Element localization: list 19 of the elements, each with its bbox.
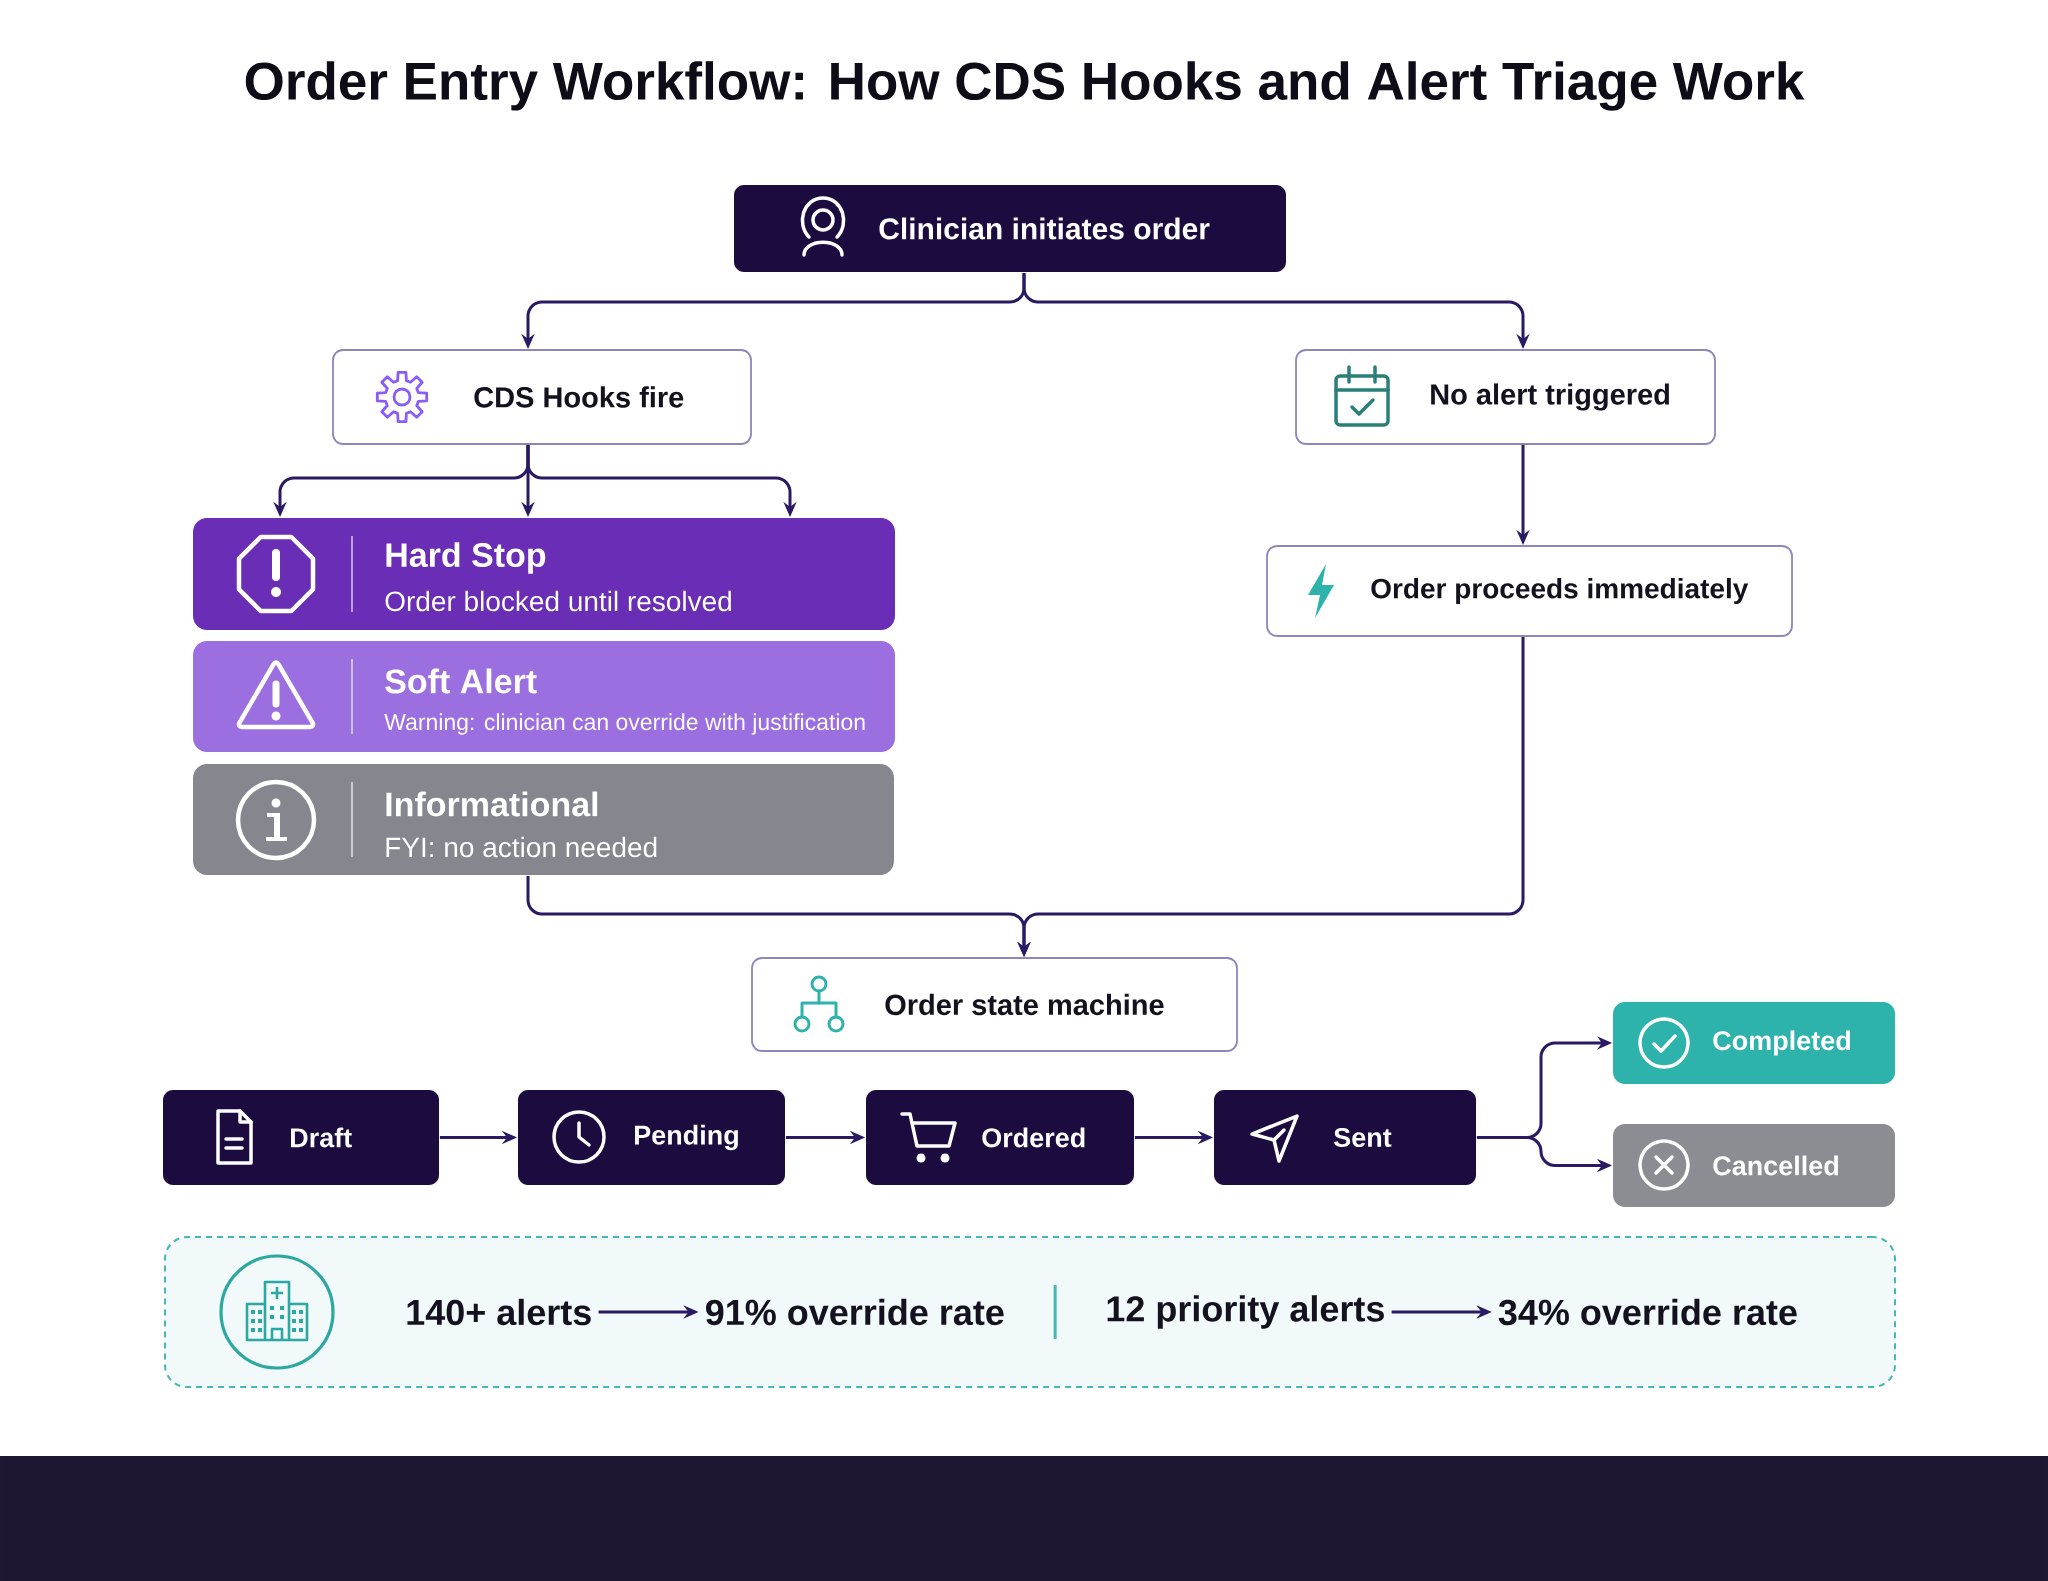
- process-box: Order proceeds immediately: [1266, 545, 1793, 637]
- state-box: Cancelled: [1613, 1124, 1895, 1207]
- state-box: Pending: [518, 1090, 785, 1185]
- stat-text: 34% override rate: [1498, 1298, 1797, 1326]
- alert-card: Informational FYI: no action needed: [193, 764, 894, 875]
- state-box: Sent: [1214, 1090, 1476, 1185]
- stat-text: 12 priority alerts: [1107, 1295, 1384, 1329]
- process-box: Clinician initiates order: [734, 185, 1286, 272]
- stat-text: 91% override rate: [706, 1298, 1004, 1326]
- state-box: Completed: [1613, 1002, 1895, 1084]
- process-box: CDS Hooks fire: [332, 349, 752, 445]
- process-box: Order state machine: [751, 957, 1238, 1052]
- state-box: Draft: [163, 1090, 439, 1185]
- title: Order Entry Workflow: How CDS Hooks and Alert Triage Work: [245, 61, 1805, 111]
- state-box: Ordered: [866, 1090, 1134, 1185]
- process-box: No alert triggered: [1295, 349, 1716, 445]
- alert-card: Hard Stop Order blocked until resolved: [193, 518, 895, 630]
- stat-text: 140+ alerts: [407, 1298, 591, 1326]
- alert-card: Soft Alert Warning: clinician can override with justification: [193, 641, 895, 752]
